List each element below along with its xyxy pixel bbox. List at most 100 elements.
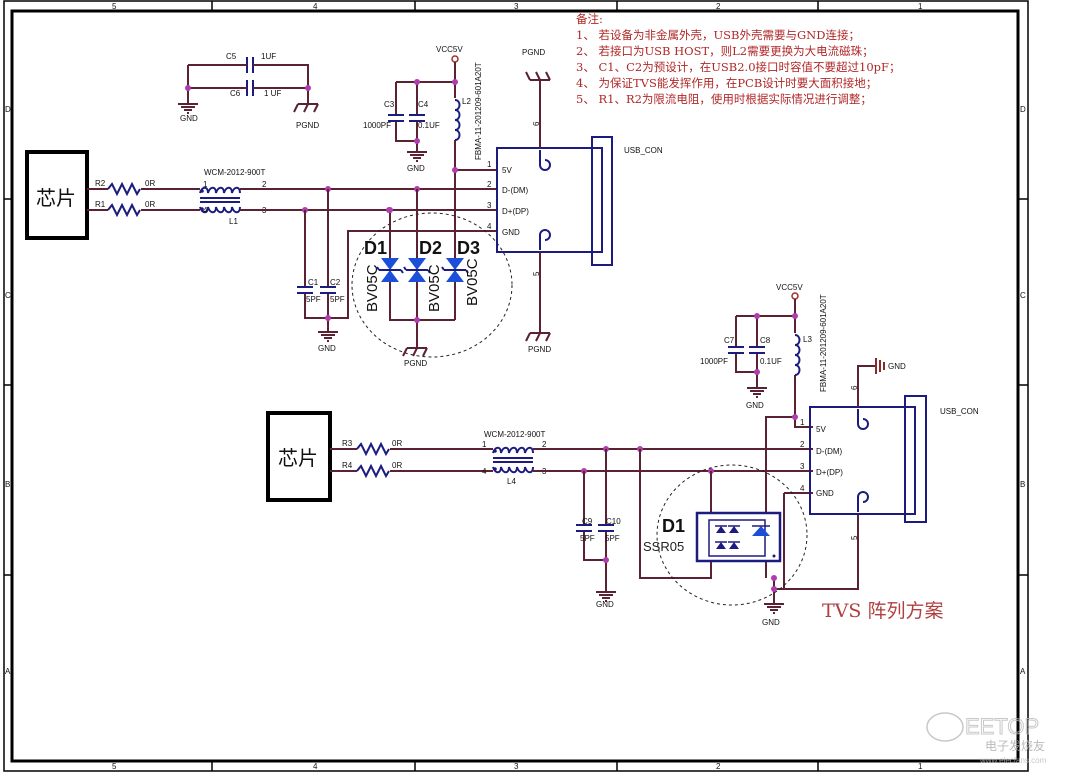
frame-row-label: C [1020,291,1026,300]
note-line: 3、 C1、C2为预设计，在USB2.0接口时容值不要超过10pF； [576,60,901,74]
pgnd-symbol [525,324,551,342]
d1-ref: D1 [364,238,387,258]
gnd-symbol [595,583,617,602]
l3-part: FBMA-11-201209-601A20T [819,294,828,392]
d1-part: BV05C [364,264,381,312]
watermark-url: www.elecfans.com [979,756,1047,765]
notes-title: 备注: [576,12,603,26]
r1-value: 0R [145,200,155,209]
usb-connector-bottom: GND 6 5 1 2 3 4 5V D-(DM) D+(DP) GND USB… [800,358,979,540]
c1-capacitor [296,286,314,294]
top-circuit: C5 1UF C6 1 UF GND PGND 芯片 R2 0R R1 0R W… [25,45,663,368]
c3-ref: C3 [384,100,395,109]
drawing-frame: 5 4 3 2 1 5 4 3 2 1 D C B A D C B A [3,0,1029,772]
r3-resistor [356,443,390,455]
l4-ref: L4 [507,477,516,486]
l3-ref: L3 [803,335,812,344]
usb-connector-top: PGND PGND 6 5 1 2 3 4 5V D-(DM) D+(DP) G… [487,48,663,354]
chip-label: 芯片 [36,186,76,210]
pgnd-label: PGND [522,48,545,57]
d1-ssr05-tvs-array [695,511,782,563]
l1-pin: 4 [203,206,208,215]
wechat-logo-icon [926,712,964,742]
watermark-sub: 电子发烧友 [985,738,1045,753]
c10-ref: C10 [606,517,621,526]
r1-resistor [107,204,141,216]
c3-value: 1000PF [363,121,391,130]
pin-number: 2 [800,440,805,449]
pin-number: 2 [487,180,492,189]
l1-pin: 2 [262,180,267,189]
gnd-label: GND [762,618,780,627]
c2-capacitor [319,286,337,294]
gnd-label: GND [596,600,614,609]
pgnd-label: PGND [404,359,427,368]
c9-value: 5PF [580,534,595,543]
r2-value: 0R [145,179,155,188]
frame-row-label: B [5,480,10,489]
c8-value: 0.1UF [760,357,782,366]
c1-value: 5PF [306,295,321,304]
frame-col-label: 4 [313,2,318,11]
r3-ref: R3 [342,439,353,448]
gnd-symbol [406,143,428,162]
c8-capacitor [748,346,766,354]
d3-ref: D3 [457,238,480,258]
pin-name: D+(DP) [816,468,843,477]
l1-ref: L1 [229,217,238,226]
c5-ref: C5 [226,52,237,61]
pin-name: D+(DP) [502,207,529,216]
pin-number: 3 [487,201,492,210]
frame-col-label: 3 [514,762,519,771]
bottom-circuit: 芯片 R3 0R R4 0R WCM-2012-900T 1 2 4 3 L4 … [266,283,979,627]
l2-part: FBMA-11-201209-601A20T [474,62,483,160]
pin-name: GND [816,489,834,498]
frame-col-label: 1 [918,762,923,771]
pin-number: 5 [532,271,541,276]
chip-box [25,150,89,240]
c1-ref: C1 [308,278,319,287]
d1-ref: D1 [662,516,685,536]
frame-row-label: C [5,291,11,300]
c6-value: 1 UF [264,89,281,98]
frame-col-label: 5 [112,762,117,771]
frame-col-label: 5 [112,2,117,11]
c6-ref: C6 [230,89,241,98]
note-line: 5、 R1、R2为限流电阻，使用时根据实际情况进行调整； [576,92,872,106]
watermark: EETOP 电子发烧友 www.elecfans.com [926,712,1047,765]
d1-part: SSR05 [643,539,684,554]
l4-pin: 4 [482,467,487,476]
r4-resistor [356,465,390,477]
chip-label: 芯片 [278,446,318,470]
watermark-logo: EETOP [965,714,1039,739]
c9-ref: C9 [582,517,593,526]
gnd-symbol [317,323,339,342]
r3-value: 0R [392,439,402,448]
pin-number: 1 [800,418,805,427]
pgnd-label: PGND [528,345,551,354]
pin-number: 5 [850,535,859,540]
tvs-highlight-circle [351,212,513,358]
frame-row-label: D [1020,105,1026,114]
pin-number: 6 [532,121,541,126]
pin-number: 4 [800,484,805,493]
gnd-label: GND [746,401,764,410]
l3-inductor [794,334,801,376]
l1-pin: 1 [203,180,208,189]
tvs-highlight-circle [656,464,808,606]
gnd-label: GND [180,114,198,123]
frame-col-label: 4 [313,762,318,771]
r4-value: 0R [392,461,402,470]
l4-pin: 1 [482,440,487,449]
frame-row-label: B [1020,480,1025,489]
pin-name: 5V [816,425,826,434]
chip-box [266,411,332,502]
c7-ref: C7 [724,336,735,345]
note-line: 1、 若设备为非金属外壳，USB外壳需要与GND连接； [576,28,860,42]
r4-ref: R4 [342,461,353,470]
frame-row-label: D [5,105,11,114]
pgnd-symbol [293,95,319,113]
l4-part: WCM-2012-900T [484,430,545,439]
d2-part: BV05C [426,264,443,312]
